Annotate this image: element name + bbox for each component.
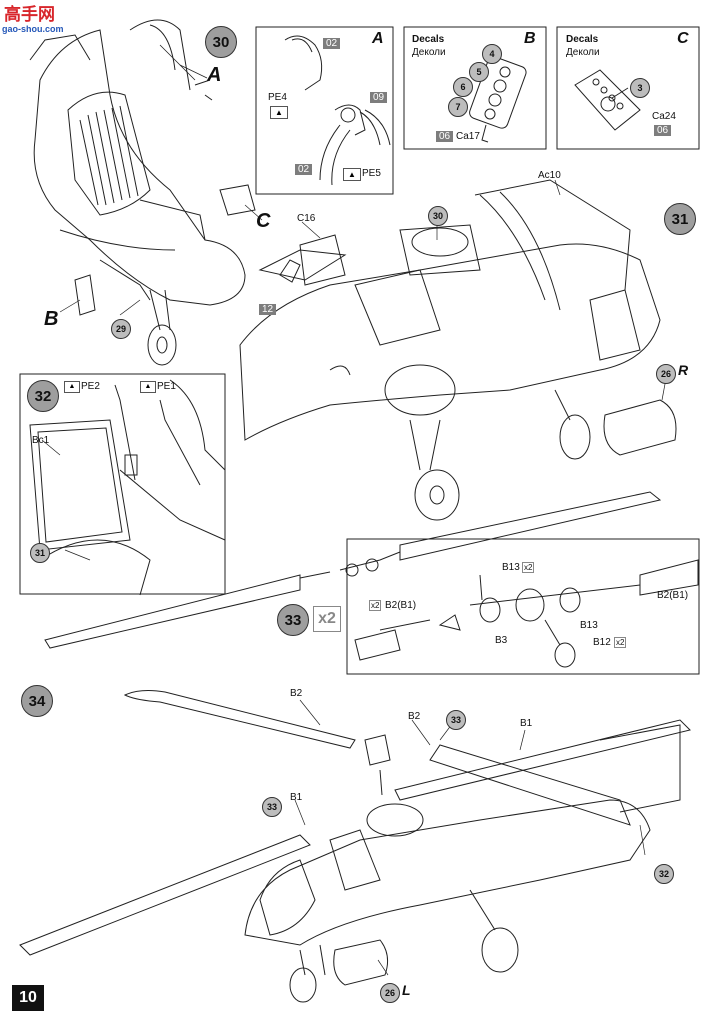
decal-b-code: 06 [436, 131, 454, 142]
pe5-label: PE5 [362, 168, 381, 179]
part-31-ref: 31 [30, 543, 50, 563]
detail-c-drawing [574, 69, 641, 131]
detail-a-letter: A [372, 30, 384, 47]
detail-c-frame [556, 26, 700, 150]
pe5-icon: ▲ [343, 168, 361, 181]
part-b13-b: B13 [580, 620, 598, 631]
part-32-ref: 32 [654, 864, 674, 884]
detail-b-letter: B [524, 30, 536, 47]
pe1-icon: ▲ [140, 381, 156, 393]
ref-02-b: 02 [295, 164, 313, 175]
page-number: 10 [12, 985, 44, 1011]
callout-b: B [44, 308, 59, 330]
step33-blade-drawing [44, 491, 662, 649]
part-b2b1-right: B2(B1) [657, 590, 689, 601]
callout-c: C [256, 210, 271, 232]
pe4-icon: ▲ [270, 106, 288, 119]
decal-c-code: 06 [654, 125, 672, 136]
callout-r: R [678, 362, 689, 378]
step34-aircraft-drawing [19, 690, 691, 1003]
part-29-badge: 29 [111, 319, 131, 339]
step33-detail-frame [346, 538, 700, 675]
detail-c-title-ru: Деколи [566, 47, 600, 58]
step32-drawing [29, 379, 226, 596]
part-26-ref-l: 26 [380, 983, 400, 1003]
step-34-badge: 34 [21, 685, 53, 717]
part-b2b1-left-x2: x2 [369, 600, 382, 611]
part-b1-left: B1 [290, 792, 303, 803]
part-b2-mid: B2 [408, 711, 421, 722]
pe2-label: PE2 [81, 381, 100, 392]
part-b12-x2: x2 [614, 637, 627, 648]
part-30-ref: 30 [428, 206, 448, 226]
step-32-badge: 32 [27, 380, 59, 412]
decal-b-4: 4 [482, 44, 502, 64]
decal-b-7: 7 [448, 97, 468, 117]
ref-09: 09 [370, 92, 388, 103]
watermark-main: 高手网 [4, 5, 55, 25]
part-c16: C16 [297, 213, 316, 224]
decal-b-5: 5 [469, 62, 489, 82]
step-33-multiplier: x2 [313, 606, 341, 632]
step-30-badge: 30 [205, 26, 237, 58]
part-b12: B12 [593, 637, 611, 648]
callout-l: L [402, 982, 411, 998]
watermark-sub: gao-shou.com [2, 24, 64, 34]
step-31-badge: 31 [664, 203, 696, 235]
decal-c-3: 3 [630, 78, 650, 98]
detail-b-title: Decals [412, 34, 445, 45]
step32-frame [19, 373, 226, 595]
detail-b-title-ru: Деколи [412, 47, 446, 58]
part-33-ref-a: 33 [446, 710, 466, 730]
pe4-label: PE4 [268, 92, 287, 103]
part-b2b1-left: B2(B1) [385, 600, 417, 611]
step33-detail-drawing [354, 559, 699, 668]
detail-a-drawing [284, 35, 391, 186]
part-bc1: Bc1 [32, 435, 50, 446]
part-26-ref-r: 26 [656, 364, 676, 384]
pe2-icon: ▲ [64, 381, 80, 393]
part-b2-top: B2 [290, 688, 303, 699]
watermark-logo: 高手网 gao-shou.com [0, 0, 74, 40]
part-33-ref-b: 33 [262, 797, 282, 817]
detail-c-title: Decals [566, 34, 599, 45]
ref-02-a: 02 [323, 38, 341, 49]
detail-a-frame [255, 26, 394, 195]
part-b13: B13 [502, 562, 520, 573]
callout-a: A [207, 64, 222, 86]
ref-12: 12 [259, 304, 277, 315]
part-b13-x2: x2 [522, 562, 535, 573]
detail-b-drawing [469, 56, 527, 143]
decal-b-6: 6 [453, 77, 473, 97]
pe1-label: PE1 [157, 381, 176, 392]
detail-c-letter: C [677, 30, 689, 47]
step31-fuselage-drawing [239, 179, 677, 521]
step30-cockpit-drawing [29, 19, 256, 366]
decal-b-ca17: Ca17 [456, 131, 480, 142]
detail-b-frame [403, 26, 547, 150]
part-b3: B3 [495, 635, 508, 646]
decal-c-ca24: Ca24 [652, 111, 676, 122]
part-b1-right: B1 [520, 718, 533, 729]
part-ac10: Ac10 [538, 170, 561, 181]
step-33-badge: 33 [277, 604, 309, 636]
